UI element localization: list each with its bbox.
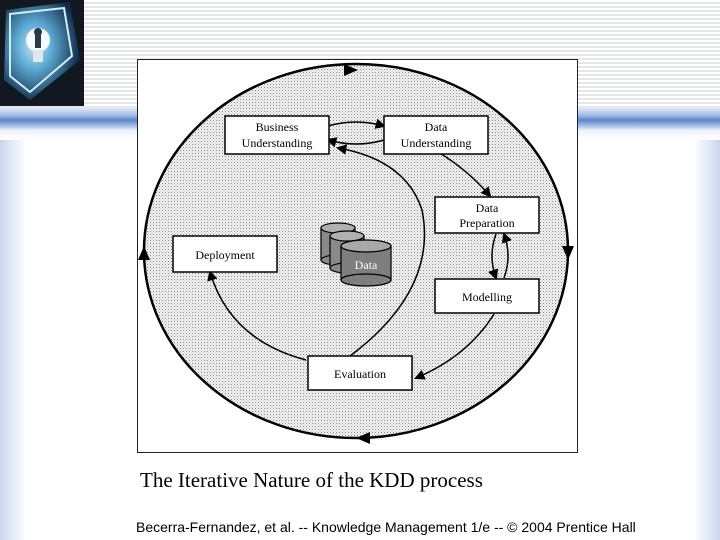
data-understanding-label-1: Data <box>425 120 448 134</box>
data-understanding-label-2: Understanding <box>401 136 472 150</box>
slide-logo <box>0 0 84 106</box>
data-store-icon: Data <box>320 222 392 287</box>
kdd-cycle-svg: Business Understanding Data Understandin… <box>138 62 574 444</box>
business-label-2: Understanding <box>242 136 313 150</box>
modelling-label: Modelling <box>462 290 512 304</box>
lightbulb-icon <box>0 0 84 106</box>
data-preparation-label-2: Preparation <box>459 216 514 230</box>
node-data-preparation: Data Preparation <box>434 196 540 234</box>
arrow-business-to-data-understanding <box>327 118 387 129</box>
node-business-understanding: Business Understanding <box>224 115 330 155</box>
arrow-data-understanding-to-preparation <box>437 151 492 198</box>
outer-arrow-right <box>562 246 574 260</box>
outer-arrow-top <box>344 64 358 76</box>
node-evaluation: Evaluation <box>307 355 413 391</box>
slide-footer: Becerra-Fernandez, et al. -- Knowledge M… <box>136 519 636 535</box>
data-store-label: Data <box>355 258 378 272</box>
deployment-label: Deployment <box>195 248 255 262</box>
kdd-process-diagram: Business Understanding Data Understandin… <box>137 59 578 453</box>
evaluation-label: Evaluation <box>334 367 386 381</box>
arrow-evaluation-to-business <box>335 144 426 357</box>
arrow-modelling-to-preparation <box>501 232 512 279</box>
arrow-preparation-to-modelling <box>488 233 499 280</box>
node-deployment: Deployment <box>172 235 278 273</box>
data-preparation-label-1: Data <box>476 201 499 215</box>
arrow-data-understanding-to-business <box>325 137 385 148</box>
arrow-modelling-to-evaluation <box>414 313 495 380</box>
outer-arrow-bottom <box>356 432 370 444</box>
node-data-understanding: Data Understanding <box>383 115 489 155</box>
right-side-gradient <box>694 140 720 540</box>
outer-arrow-left <box>138 246 150 260</box>
node-modelling: Modelling <box>434 278 540 314</box>
business-label-1: Business <box>256 120 299 134</box>
left-side-gradient <box>0 140 26 540</box>
figure-caption: The Iterative Nature of the KDD process <box>140 468 483 492</box>
arrow-evaluation-to-deployment <box>207 269 307 361</box>
